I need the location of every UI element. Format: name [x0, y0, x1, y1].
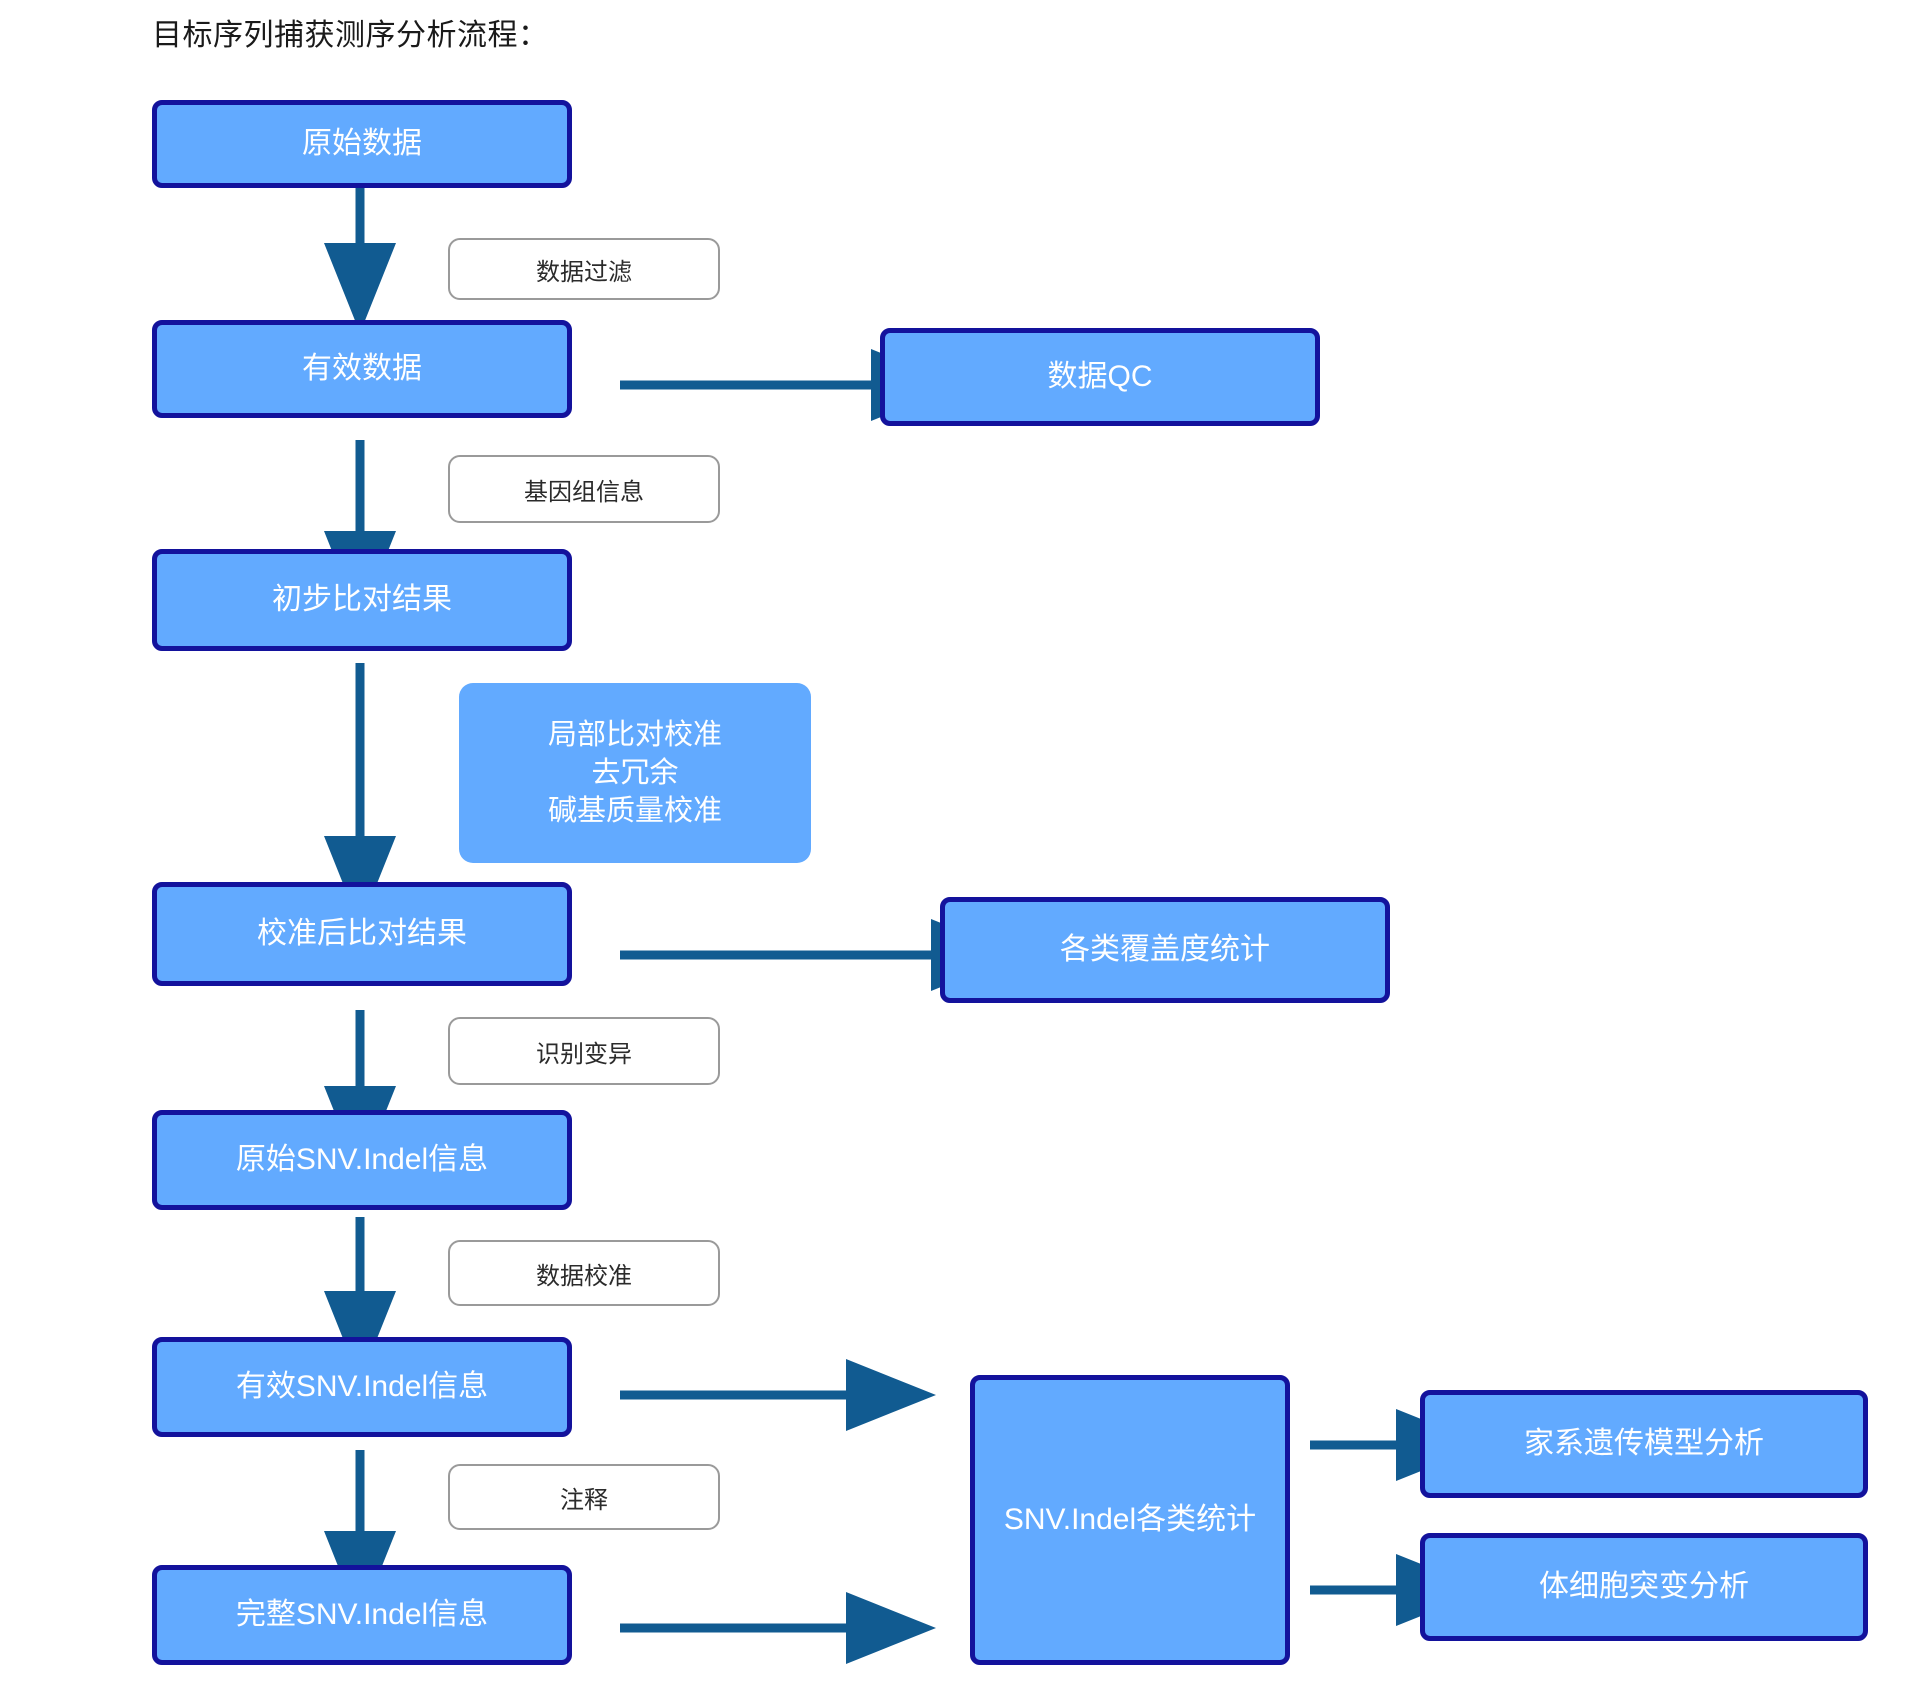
node-valid-snv-indel[interactable]: 有效SNV.Indel信息 [152, 1337, 572, 1437]
node-raw-snv-indel[interactable]: 原始SNV.Indel信息 [152, 1110, 572, 1210]
node-snv-indel-stats[interactable]: SNV.Indel各类统计 [970, 1375, 1290, 1665]
node-valid-data[interactable]: 有效数据 [152, 320, 572, 418]
edge-label-call-variants: 识别变异 [448, 1017, 720, 1085]
node-realignment-steps[interactable]: 局部比对校准 去冗余 碱基质量校准 [459, 683, 811, 863]
edge-label-annotation: 注释 [448, 1464, 720, 1530]
node-data-qc[interactable]: 数据QC [880, 328, 1320, 426]
node-pedigree-analysis[interactable]: 家系遗传模型分析 [1420, 1390, 1868, 1498]
edge-label-data-calibration: 数据校准 [448, 1240, 720, 1306]
node-calibrated-alignment[interactable]: 校准后比对结果 [152, 882, 572, 986]
node-raw-data[interactable]: 原始数据 [152, 100, 572, 188]
page-title: 目标序列捕获测序分析流程： [152, 19, 549, 52]
edge-label-data-filter: 数据过滤 [448, 238, 720, 300]
node-full-snv-indel[interactable]: 完整SNV.Indel信息 [152, 1565, 572, 1665]
edge-label-genome-info: 基因组信息 [448, 455, 720, 523]
node-somatic-analysis[interactable]: 体细胞突变分析 [1420, 1533, 1868, 1641]
node-initial-alignment[interactable]: 初步比对结果 [152, 549, 572, 651]
node-coverage-stats[interactable]: 各类覆盖度统计 [940, 897, 1390, 1003]
